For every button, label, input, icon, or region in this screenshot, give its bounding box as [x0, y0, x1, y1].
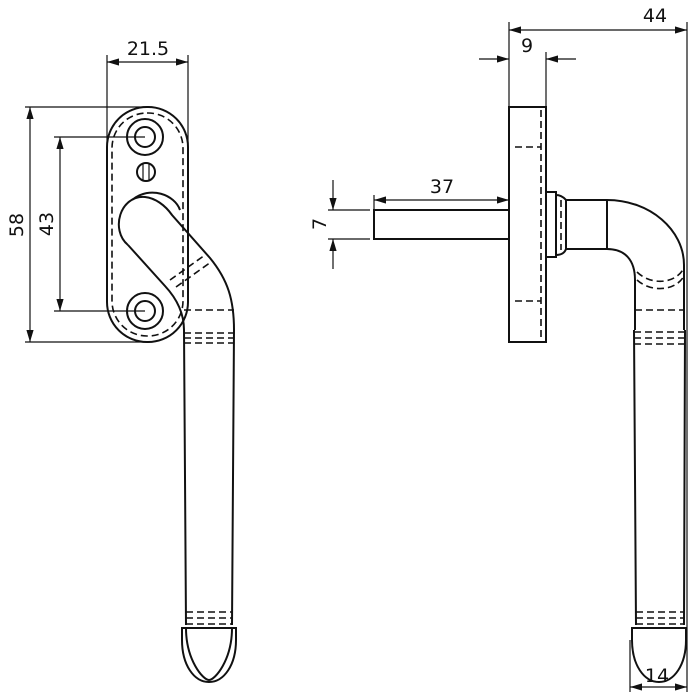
- dim-label: 37: [430, 176, 454, 198]
- dim-label: 21.5: [127, 38, 169, 60]
- lever-arm: [118, 191, 235, 331]
- dim-plate-thickness: 9: [479, 35, 576, 107]
- dim-lever-width: 14: [629, 640, 687, 692]
- locking-screw: [136, 162, 156, 182]
- side-view: 44 9 37 7 14: [309, 5, 688, 692]
- dim-label: 43: [36, 212, 58, 236]
- dim-label: 9: [521, 35, 533, 57]
- dim-label: 44: [643, 5, 667, 27]
- dim-plate-height: 58: [6, 106, 150, 343]
- dim-overall-depth: 44: [508, 5, 688, 692]
- lever-grip: [181, 329, 237, 684]
- dim-label: 14: [645, 665, 669, 687]
- dim-plate-width: 21.5: [106, 38, 189, 150]
- backplate-hidden-edge: [111, 112, 184, 337]
- dim-spindle-length: 37: [373, 176, 509, 210]
- side-lever: [566, 199, 687, 684]
- front-view: 21.5 58 43: [6, 38, 237, 684]
- dim-spindle-size: 7: [309, 180, 370, 269]
- dim-hole-spacing: 43: [36, 136, 145, 312]
- handle-boss: [545, 191, 567, 258]
- spindle: [373, 209, 510, 240]
- dim-label: 7: [309, 218, 331, 230]
- dim-label: 58: [6, 213, 28, 237]
- grip-end-cap: [181, 627, 237, 684]
